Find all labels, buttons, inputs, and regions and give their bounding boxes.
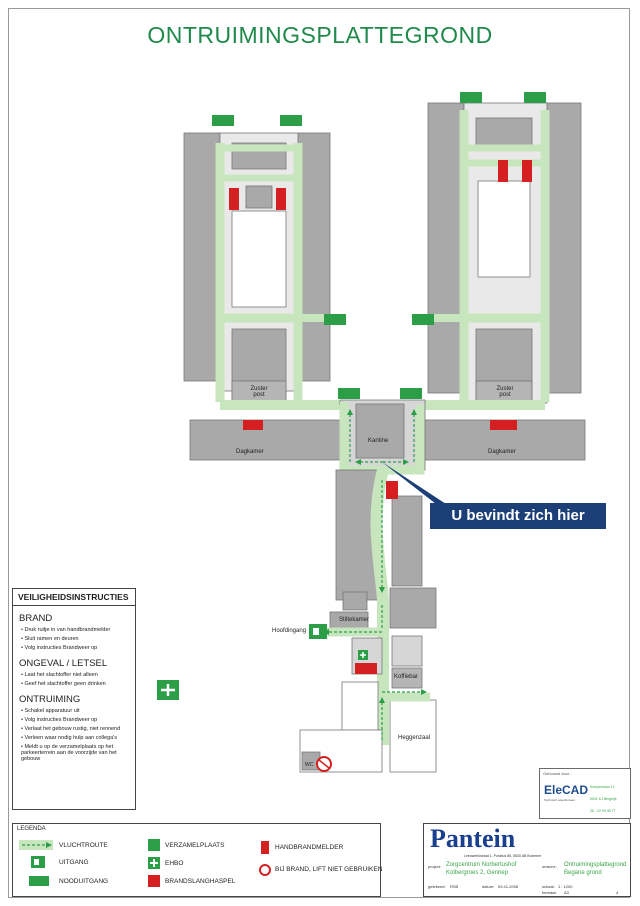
legend-verzamelplaats: VERZAMELPLAATS xyxy=(165,842,225,849)
elecad-logo: EleCAD xyxy=(544,783,589,797)
section-ongeval-title: ONGEVAL / LETSEL xyxy=(19,658,108,669)
fire-equipment-icons xyxy=(229,160,532,674)
legend-brandslanghaspel: BRANDSLANGHASPEL xyxy=(165,878,236,885)
instruction-item: Verlaat het gebouw rustig, niet rennend xyxy=(21,726,135,732)
page-title: ONTRUIMINGSPLATTEGROND xyxy=(147,22,493,48)
instruction-item: Schakel apparatuur uit xyxy=(21,708,135,714)
room-label-dagkamer-left: Dagkamer xyxy=(236,449,264,455)
legend-vluchtroute: VLUCHTROUTE xyxy=(59,842,108,849)
label-datum: datum: xyxy=(482,884,495,889)
legend-symbols xyxy=(19,839,271,887)
description-line: Begane grond xyxy=(564,870,602,876)
legend-lift: BIJ BRAND, LIFT NIET GEBRUIKEN xyxy=(275,866,383,873)
main-exit-icon xyxy=(309,624,327,639)
label-omschrijving: omschr.: xyxy=(542,864,558,869)
section-ontruiming-title: ONTRUIMING xyxy=(19,694,81,705)
legend-title: LEGENDA xyxy=(17,826,46,832)
first-aid-icons xyxy=(157,650,368,700)
label-project: project: xyxy=(428,864,442,869)
label-formaat: formaat: xyxy=(542,890,557,895)
room-label-koffiebar: Koffiebar xyxy=(394,674,418,680)
legend-ehbo: EHBO xyxy=(165,860,184,867)
room-label-heggenzaal: Heggenzaal xyxy=(398,735,431,741)
instruction-item: Laat het slachtoffer niet alleen xyxy=(21,672,135,678)
elecad-address-line: 5531 KJ Bergeijk xyxy=(590,797,617,801)
instruction-item: Verleen waar nodig hulp aan collega's xyxy=(21,735,135,741)
instruction-item: Volg instructies Brandweer op xyxy=(21,645,135,651)
instruction-item: Meldt u op de verzamelplaats op het park… xyxy=(21,744,135,762)
callout-pointer xyxy=(382,462,446,504)
legend-handbrandmelder: HANDBRANDMELDER xyxy=(275,844,344,851)
escape-route-arrows xyxy=(323,409,427,740)
project-line: Zorgcentrum Norbertushof xyxy=(446,862,517,868)
value-schaal: 1 : 1200 xyxy=(558,884,573,889)
elecad-stamp: Gebouwd door : EleCAD Technisch tekenbur… xyxy=(539,768,631,819)
section-brand-title: BRAND xyxy=(19,613,53,624)
label-schaal: schaal: xyxy=(542,884,555,889)
value-formaat: A3 xyxy=(564,890,569,895)
room-label-dagkamer-right: Dagkamer xyxy=(488,449,516,455)
left-wing xyxy=(183,132,345,461)
safety-instructions-panel: VEILIGHEIDSINSTRUCTIES BRAND Druk ruitje… xyxy=(12,588,136,810)
elecad-subtitle: Technisch tekenbureau xyxy=(544,798,575,802)
instruction-item: Druk ruitje in van handbrandmelder xyxy=(21,627,135,633)
instruction-item: Volg instructies Brandweer op xyxy=(21,717,135,723)
value-datum: 09-11-2006 xyxy=(498,884,519,889)
legend-nooduitgang: NOODUITGANG xyxy=(59,878,109,885)
project-line: Kolbergroes 2, Gennep xyxy=(446,870,509,876)
room-label-hoofdingang: Hoofdingang xyxy=(272,628,307,634)
elecad-header: Gebouwd door : xyxy=(543,771,572,776)
title-block: Pantein Leeuwerikstraat 1, Postbus 85, 5… xyxy=(423,823,631,897)
room-label-stiltekamer: Stiltekamer xyxy=(339,617,370,623)
elecad-address-line: 06 - 22 90 48 77 xyxy=(590,809,616,813)
legend: LEGENDA VLUCHTROUTE UITGANG NOODUITGANG … xyxy=(12,823,383,897)
room-label-kantine: Kantine xyxy=(368,438,389,444)
value-getekend: RSB xyxy=(450,884,459,889)
instruction-item: Geef het slachtoffer geen drinken xyxy=(21,681,135,687)
instruction-item: Sluit ramen en deuren xyxy=(21,636,135,642)
room-label-wc: WC xyxy=(305,762,314,768)
page-frame xyxy=(8,8,630,898)
no-lift-icon xyxy=(316,756,332,772)
elecad-address-line: Kempenlaan 12 xyxy=(590,785,615,789)
legend-uitgang: UITGANG xyxy=(59,859,89,866)
description-line: Ontruimingsplattegrond xyxy=(564,862,627,868)
right-wing xyxy=(405,102,586,461)
label-getekend: getekend: xyxy=(428,884,446,889)
emergency-exit-icon xyxy=(212,92,546,399)
you-are-here-callout: U bevindt zich hier xyxy=(430,503,606,529)
brand-logo: Pantein xyxy=(430,824,516,853)
value-blad: 4 xyxy=(616,890,619,895)
instructions-heading: VEILIGHEIDSINSTRUCTIES xyxy=(13,589,135,606)
brand-address: Leeuwerikstraat 1, Postbus 85, 5830 AB B… xyxy=(464,854,542,858)
central-block xyxy=(339,399,426,475)
